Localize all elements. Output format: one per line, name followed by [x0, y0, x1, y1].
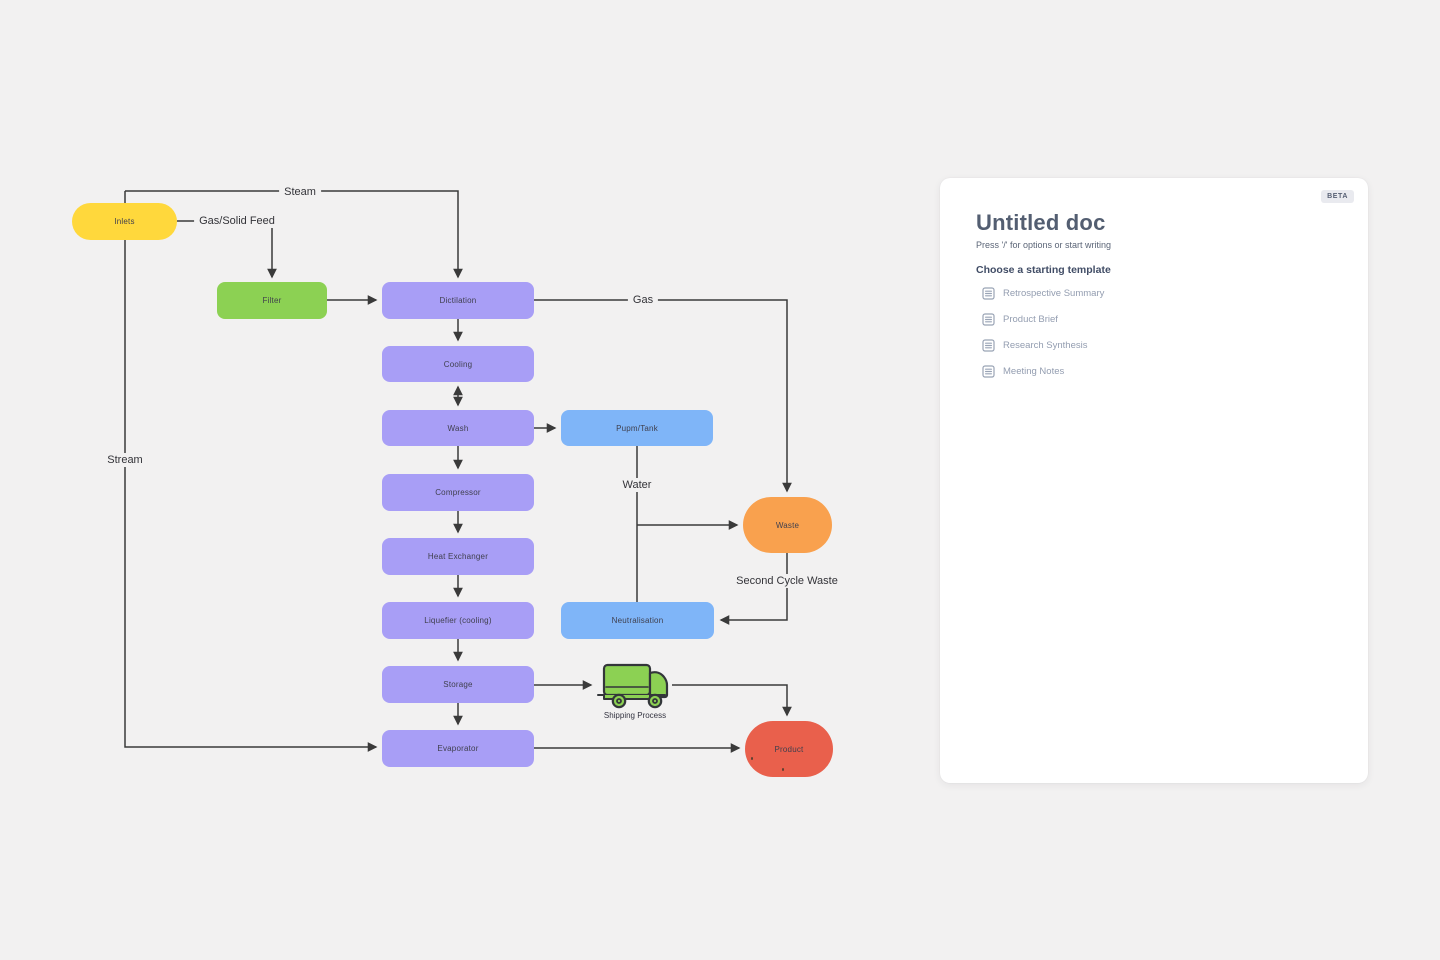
edge-label-stream[interactable]: Stream [102, 453, 148, 467]
edge-label-second-cycle-waste[interactable]: Second Cycle Waste [731, 574, 843, 588]
node-label: Liquefier (cooling) [424, 616, 492, 625]
node-shipping-process[interactable]: Shipping Process [596, 661, 674, 720]
templates-heading: Choose a starting template [976, 264, 1111, 276]
edge-label-water[interactable]: Water [617, 478, 657, 492]
edge-label-gas[interactable]: Gas [627, 293, 659, 307]
node-label: Evaporator [437, 744, 479, 753]
node-label: Pupm/Tank [616, 423, 658, 433]
node-label: Storage [443, 680, 473, 689]
node-neutralisation[interactable]: Neutralisation [561, 602, 714, 639]
template-item-label: Research Synthesis [1003, 339, 1088, 351]
template-item-label: Meeting Notes [1003, 365, 1065, 377]
template-item-retrospective-summary[interactable]: Retrospective Summary [982, 280, 1104, 306]
template-item-meeting-notes[interactable]: Meeting Notes [982, 358, 1104, 384]
node-label: Neutralisation [611, 616, 664, 625]
node-evaporator[interactable]: Evaporator [382, 730, 534, 767]
node-inlets[interactable]: Inlets [72, 203, 177, 240]
node-label: Compressor [435, 488, 481, 497]
ink-speck [751, 757, 753, 760]
doc-title[interactable]: Untitled doc [976, 210, 1106, 235]
node-wash[interactable]: Wash [382, 410, 534, 446]
edge-label-gas-solid-feed[interactable]: Gas/Solid Feed [194, 214, 280, 228]
ink-speck [782, 768, 784, 771]
node-label: Shipping Process [603, 711, 667, 720]
template-item-label: Retrospective Summary [1003, 287, 1105, 299]
node-label: Inlets [114, 217, 135, 226]
template-item-product-brief[interactable]: Product Brief [982, 306, 1104, 332]
template-item-research-synthesis[interactable]: Research Synthesis [982, 332, 1104, 358]
node-label: Dictilation [439, 296, 477, 305]
node-label: Wash [447, 423, 469, 433]
node-label: Heat Exchanger [427, 552, 489, 561]
truck-icon [597, 663, 669, 709]
template-item-label: Product Brief [1003, 313, 1058, 325]
node-label: Cooling [443, 359, 473, 369]
node-label: Filter [262, 296, 282, 305]
node-dictilation[interactable]: Dictilation [382, 282, 534, 319]
node-heat-exchanger[interactable]: Heat Exchanger [382, 538, 534, 575]
doc-editor-prompt[interactable]: Press '/' for options or start writing [976, 240, 1111, 250]
doc-panel: BETA Untitled doc Press '/' for options … [940, 178, 1368, 783]
node-compressor[interactable]: Compressor [382, 474, 534, 511]
node-storage[interactable]: Storage [382, 666, 534, 703]
document-icon [982, 286, 995, 300]
node-waste[interactable]: Waste [743, 497, 832, 553]
node-label: Product [774, 744, 804, 754]
node-label: Waste [775, 520, 800, 530]
document-icon [982, 312, 995, 326]
edge-label-steam[interactable]: Steam [279, 185, 321, 199]
node-liquefier[interactable]: Liquefier (cooling) [382, 602, 534, 639]
beta-badge: BETA [1321, 190, 1354, 203]
node-pump-tank[interactable]: Pupm/Tank [561, 410, 713, 446]
node-cooling[interactable]: Cooling [382, 346, 534, 382]
document-icon [982, 364, 995, 378]
node-product[interactable]: Product [745, 721, 833, 777]
template-list: Retrospective Summary Product Brief [982, 280, 1104, 384]
node-filter[interactable]: Filter [217, 282, 327, 319]
document-icon [982, 338, 995, 352]
